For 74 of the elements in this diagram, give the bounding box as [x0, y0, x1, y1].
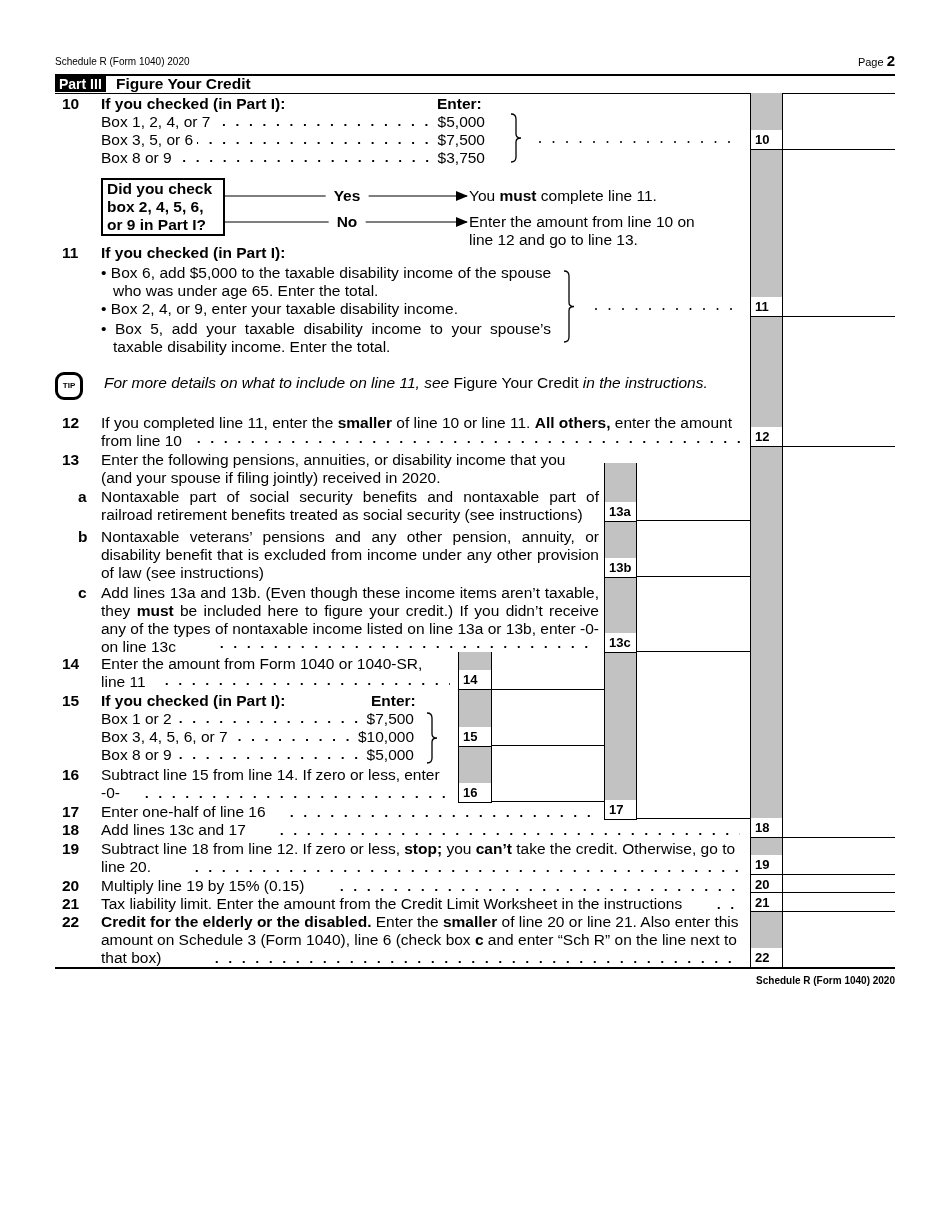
- line-number: 20: [62, 877, 80, 895]
- line-number-box: 12: [750, 427, 783, 447]
- line-number-box: 18: [750, 818, 783, 838]
- line-number-box: 15: [458, 727, 492, 747]
- form-text: Nontaxable part of social security benefits and nontaxable part of railroad retirement benefits treated as social security (see instructions): [101, 488, 599, 524]
- form-text: Enter the following pensions, annuities, or disability income that you (and your spouse if filing jointly) received in 2020.: [101, 451, 567, 487]
- form-text: If you completed line 11, enter the smaller of line 10 or line 11. All others, enter the amount from line 10: [101, 414, 746, 450]
- form-text: Schedule R (Form 1040) 2020: [55, 55, 191, 69]
- form-text: If you checked (in Part I):: [101, 95, 287, 113]
- line-number-box: 19: [750, 855, 783, 875]
- line-number: 21: [62, 895, 80, 913]
- line-number: 15: [62, 692, 80, 710]
- line-number: 14: [62, 655, 80, 673]
- form-text: Subtract line 15 from line 14. If zero or less, enter -0-: [101, 766, 452, 802]
- line-number: 12: [62, 414, 80, 432]
- form-text: Box 3, 5, or 6: [101, 131, 438, 149]
- form-text: If you checked (in Part I):: [101, 244, 287, 262]
- form-text: Box 3, 4, 5, 6, or 7: [101, 728, 358, 746]
- line-number: 22: [62, 913, 80, 931]
- amount-text: $7,500: [437, 131, 485, 149]
- form-text: • Box 6, add $5,000 to the taxable disability income of the spouse who was under age 65. Enter the total.: [101, 264, 551, 300]
- form-text: Add lines 13c and 17: [101, 821, 746, 839]
- line-number: 10: [62, 95, 80, 113]
- line-number-box: 20: [750, 875, 783, 893]
- line-number-box: 13c: [604, 633, 637, 653]
- form-text: Multiply line 19 by 15% (0.15): [101, 877, 746, 895]
- form-text: Enter:: [371, 692, 417, 710]
- form-text: Schedule R (Form 1040) 2020: [755, 974, 895, 988]
- line-number-box: 13a: [604, 502, 637, 522]
- line-letter: a: [78, 488, 88, 506]
- form-text: Add lines 13a and 13b. (Even though these income items aren’t taxable, they must be included here to figure your credit.) If you didn’t receive any of the types of nontaxable income listed on line 13a or 13b, enter -0- on line 13c: [101, 584, 599, 656]
- part-title: Figure Your Credit: [116, 75, 252, 93]
- form-text: Box 8 or 9: [101, 149, 438, 167]
- form-text: • Box 2, 4, or 9, enter your taxable disability income.: [101, 300, 459, 318]
- line-number-box: 11: [750, 297, 783, 317]
- line-letter: c: [78, 584, 88, 602]
- line-number-box: 22: [750, 948, 783, 968]
- form-text: • Box 5, add your taxable disability income to your spouse’s taxable disability income. Enter the total.: [101, 320, 551, 356]
- line-number: 16: [62, 766, 80, 784]
- line-number: 11: [62, 244, 79, 262]
- form-text: Subtract line 18 from line 12. If zero or less, stop; you can’t take the credit. Otherwise, go to line 20.: [101, 840, 746, 876]
- line-letter: b: [78, 528, 89, 546]
- form-text: Credit for the elderly or the disabled. Enter the smaller of line 20 or line 21. Also enter this amount on Schedule 3 (Form 1040), line 6 (check box c and enter “Sch R” on the line next to that box): [101, 913, 741, 967]
- tip-text: For more details on what to include on line 11, see Figure Your Credit in the instructions.: [104, 374, 709, 392]
- amount-text: $3,750: [437, 149, 485, 167]
- line-number-box: 10: [750, 130, 783, 150]
- amount-text: $5,000: [437, 113, 485, 131]
- form-text: Box 8 or 9: [101, 746, 367, 764]
- line-number-box: 13b: [604, 558, 637, 578]
- decision-box: Did you check box 2, 4, 5, 6, or 9 in Part I?: [101, 178, 225, 236]
- form-text: Box 1 or 2: [101, 710, 367, 728]
- amount-text: $7,500: [366, 710, 414, 728]
- line-number: 19: [62, 840, 80, 858]
- amount-text: $5,000: [366, 746, 414, 764]
- line-number-box: 14: [458, 670, 492, 690]
- form-text: Box 1, 2, 4, or 7: [101, 113, 438, 131]
- form-text: Nontaxable veterans’ pensions and any other pension, annuity, or disability benefit that is excluded from income under any other provision of law (see instructions): [101, 528, 599, 582]
- result-text: Enter the amount from line 10 on line 12 and go to line 13.: [469, 213, 699, 249]
- form-text: Page 2: [856, 52, 895, 71]
- line-number-box: 17: [604, 800, 637, 820]
- amount-text: $10,000: [357, 728, 414, 746]
- line-number-box: 21: [750, 893, 783, 912]
- line-number-box: 16: [458, 783, 492, 803]
- line-number: 17: [62, 803, 80, 821]
- form-text: Enter one-half of line 16: [101, 803, 598, 821]
- line-number: 13: [62, 451, 80, 469]
- form-text: Tax liability limit. Enter the amount from the Credit Limit Worksheet in the instructions: [101, 895, 746, 913]
- line-number: 18: [62, 821, 80, 839]
- form-text: If you checked (in Part I):: [101, 692, 287, 710]
- part-label: Part III: [55, 76, 106, 92]
- form-text: Enter the amount from Form 1040 or 1040-SR, line 11: [101, 655, 452, 691]
- result-text: You must complete line 11.: [469, 187, 729, 205]
- tip-icon: TIP: [55, 372, 83, 400]
- form-text: Enter:: [437, 95, 483, 113]
